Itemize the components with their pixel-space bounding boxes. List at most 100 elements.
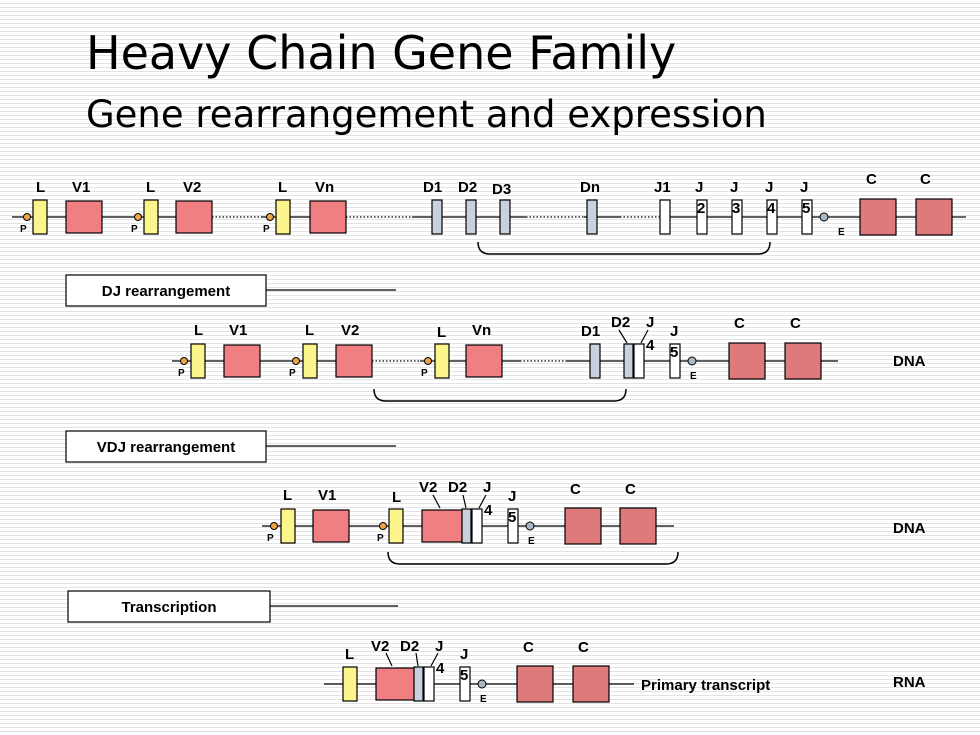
j2-segment bbox=[696, 199, 708, 235]
label-j-number: 5 bbox=[508, 509, 516, 526]
promoter-icon bbox=[134, 213, 142, 221]
vdj-rearrangement-step: VDJ rearrangement bbox=[65, 430, 396, 463]
label-l: L bbox=[283, 487, 292, 504]
label-j-number: 4 bbox=[436, 660, 445, 677]
enhancer-icon bbox=[525, 521, 535, 531]
label-promoter: P bbox=[131, 224, 138, 235]
label-d2: D2 bbox=[611, 314, 630, 331]
label-c: C bbox=[734, 315, 745, 332]
label-j: J bbox=[508, 488, 516, 505]
label-j: J bbox=[435, 638, 443, 655]
leader-segment bbox=[143, 199, 159, 235]
enhancer-icon bbox=[819, 212, 829, 222]
label-l: L bbox=[305, 322, 314, 339]
leader-segment bbox=[32, 199, 48, 235]
label-v1: V1 bbox=[229, 322, 247, 339]
c-segment bbox=[784, 342, 822, 380]
promoter-icon bbox=[180, 357, 188, 365]
promoter-icon bbox=[23, 213, 31, 221]
label-l: L bbox=[36, 179, 45, 196]
label-v2: V2 bbox=[341, 322, 359, 339]
label-j-number: 3 bbox=[732, 200, 740, 217]
label-j: J bbox=[646, 314, 654, 331]
promoter-icon bbox=[379, 522, 387, 530]
j4-segment bbox=[633, 343, 645, 379]
label-promoter: P bbox=[263, 224, 270, 235]
label-promoter: P bbox=[178, 368, 185, 379]
promoter-icon bbox=[292, 357, 300, 365]
label-c: C bbox=[570, 481, 581, 498]
label-j-number: 5 bbox=[460, 667, 468, 684]
step-label: Transcription bbox=[121, 599, 216, 616]
d3-segment bbox=[499, 199, 511, 235]
label-j: J bbox=[730, 179, 738, 196]
d2-segment bbox=[465, 199, 477, 235]
label-enhancer: E bbox=[480, 694, 487, 705]
c-segment bbox=[619, 507, 657, 545]
label-d1: D1 bbox=[581, 323, 600, 340]
label-dna: DNA bbox=[893, 520, 926, 537]
c-segment bbox=[728, 342, 766, 380]
brace bbox=[477, 241, 771, 255]
label-c: C bbox=[578, 639, 589, 656]
vn-segment bbox=[309, 200, 347, 234]
label-l: L bbox=[392, 489, 401, 506]
slide-subtitle: Gene rearrangement and expression bbox=[86, 93, 767, 136]
leader-segment bbox=[190, 343, 206, 379]
d2-segment bbox=[461, 508, 472, 544]
label-c: C bbox=[866, 171, 877, 188]
brace bbox=[373, 388, 627, 402]
label-rna: RNA bbox=[893, 674, 926, 691]
j4-segment bbox=[471, 508, 483, 544]
step-label: DJ rearrangement bbox=[102, 283, 230, 300]
label-l: L bbox=[278, 179, 287, 196]
promoter-icon bbox=[266, 213, 274, 221]
label-l: L bbox=[146, 179, 155, 196]
label-d3: D3 bbox=[492, 181, 511, 198]
d1-segment bbox=[589, 343, 601, 379]
label-vn: Vn bbox=[315, 179, 334, 196]
label-enhancer: E bbox=[838, 227, 845, 238]
label-c: C bbox=[920, 171, 931, 188]
label-j-number: 5 bbox=[670, 344, 678, 361]
c-segment bbox=[516, 665, 554, 703]
c-segment bbox=[564, 507, 602, 545]
d2-segment bbox=[623, 343, 634, 379]
primary-transcript-row: L V2 D2 J 4 J 5 C C E Primary transcript… bbox=[324, 638, 926, 705]
j5-segment bbox=[801, 199, 813, 235]
c-segment bbox=[572, 665, 610, 703]
enhancer-icon bbox=[477, 679, 487, 689]
v2-segment bbox=[421, 509, 463, 543]
leader-segment bbox=[388, 508, 404, 544]
label-j: J bbox=[765, 179, 773, 196]
label-v1: V1 bbox=[72, 179, 90, 196]
label-j-number: 2 bbox=[697, 200, 705, 217]
j5-segment bbox=[669, 343, 681, 379]
promoter-icon bbox=[270, 522, 278, 530]
label-dn: Dn bbox=[580, 179, 600, 196]
label-j: J bbox=[695, 179, 703, 196]
label-enhancer: E bbox=[528, 536, 535, 547]
v2-segment bbox=[335, 344, 373, 378]
label-promoter: P bbox=[20, 224, 27, 235]
label-d2: D2 bbox=[400, 638, 419, 655]
v1-segment bbox=[65, 200, 103, 234]
leader-segment bbox=[280, 508, 296, 544]
label-c: C bbox=[523, 639, 534, 656]
label-j-number: 4 bbox=[767, 200, 776, 217]
step-label: VDJ rearrangement bbox=[97, 439, 235, 456]
label-c: C bbox=[625, 481, 636, 498]
label-v1: V1 bbox=[318, 487, 336, 504]
j3-segment bbox=[731, 199, 743, 235]
label-j-number: 5 bbox=[802, 200, 810, 217]
j1-segment bbox=[659, 199, 671, 235]
vdj-rearranged-row: L V1 L V2 D2 J 4 J 5 C C P P E DNA bbox=[262, 479, 926, 565]
dn-segment bbox=[586, 199, 598, 235]
label-dna: DNA bbox=[893, 353, 926, 370]
label-l: L bbox=[437, 324, 446, 341]
dj-rearrangement-step: DJ rearrangement bbox=[65, 274, 396, 307]
label-vn: Vn bbox=[472, 322, 491, 339]
leader-segment bbox=[342, 666, 358, 702]
label-d1: D1 bbox=[423, 179, 442, 196]
label-v2: V2 bbox=[183, 179, 201, 196]
